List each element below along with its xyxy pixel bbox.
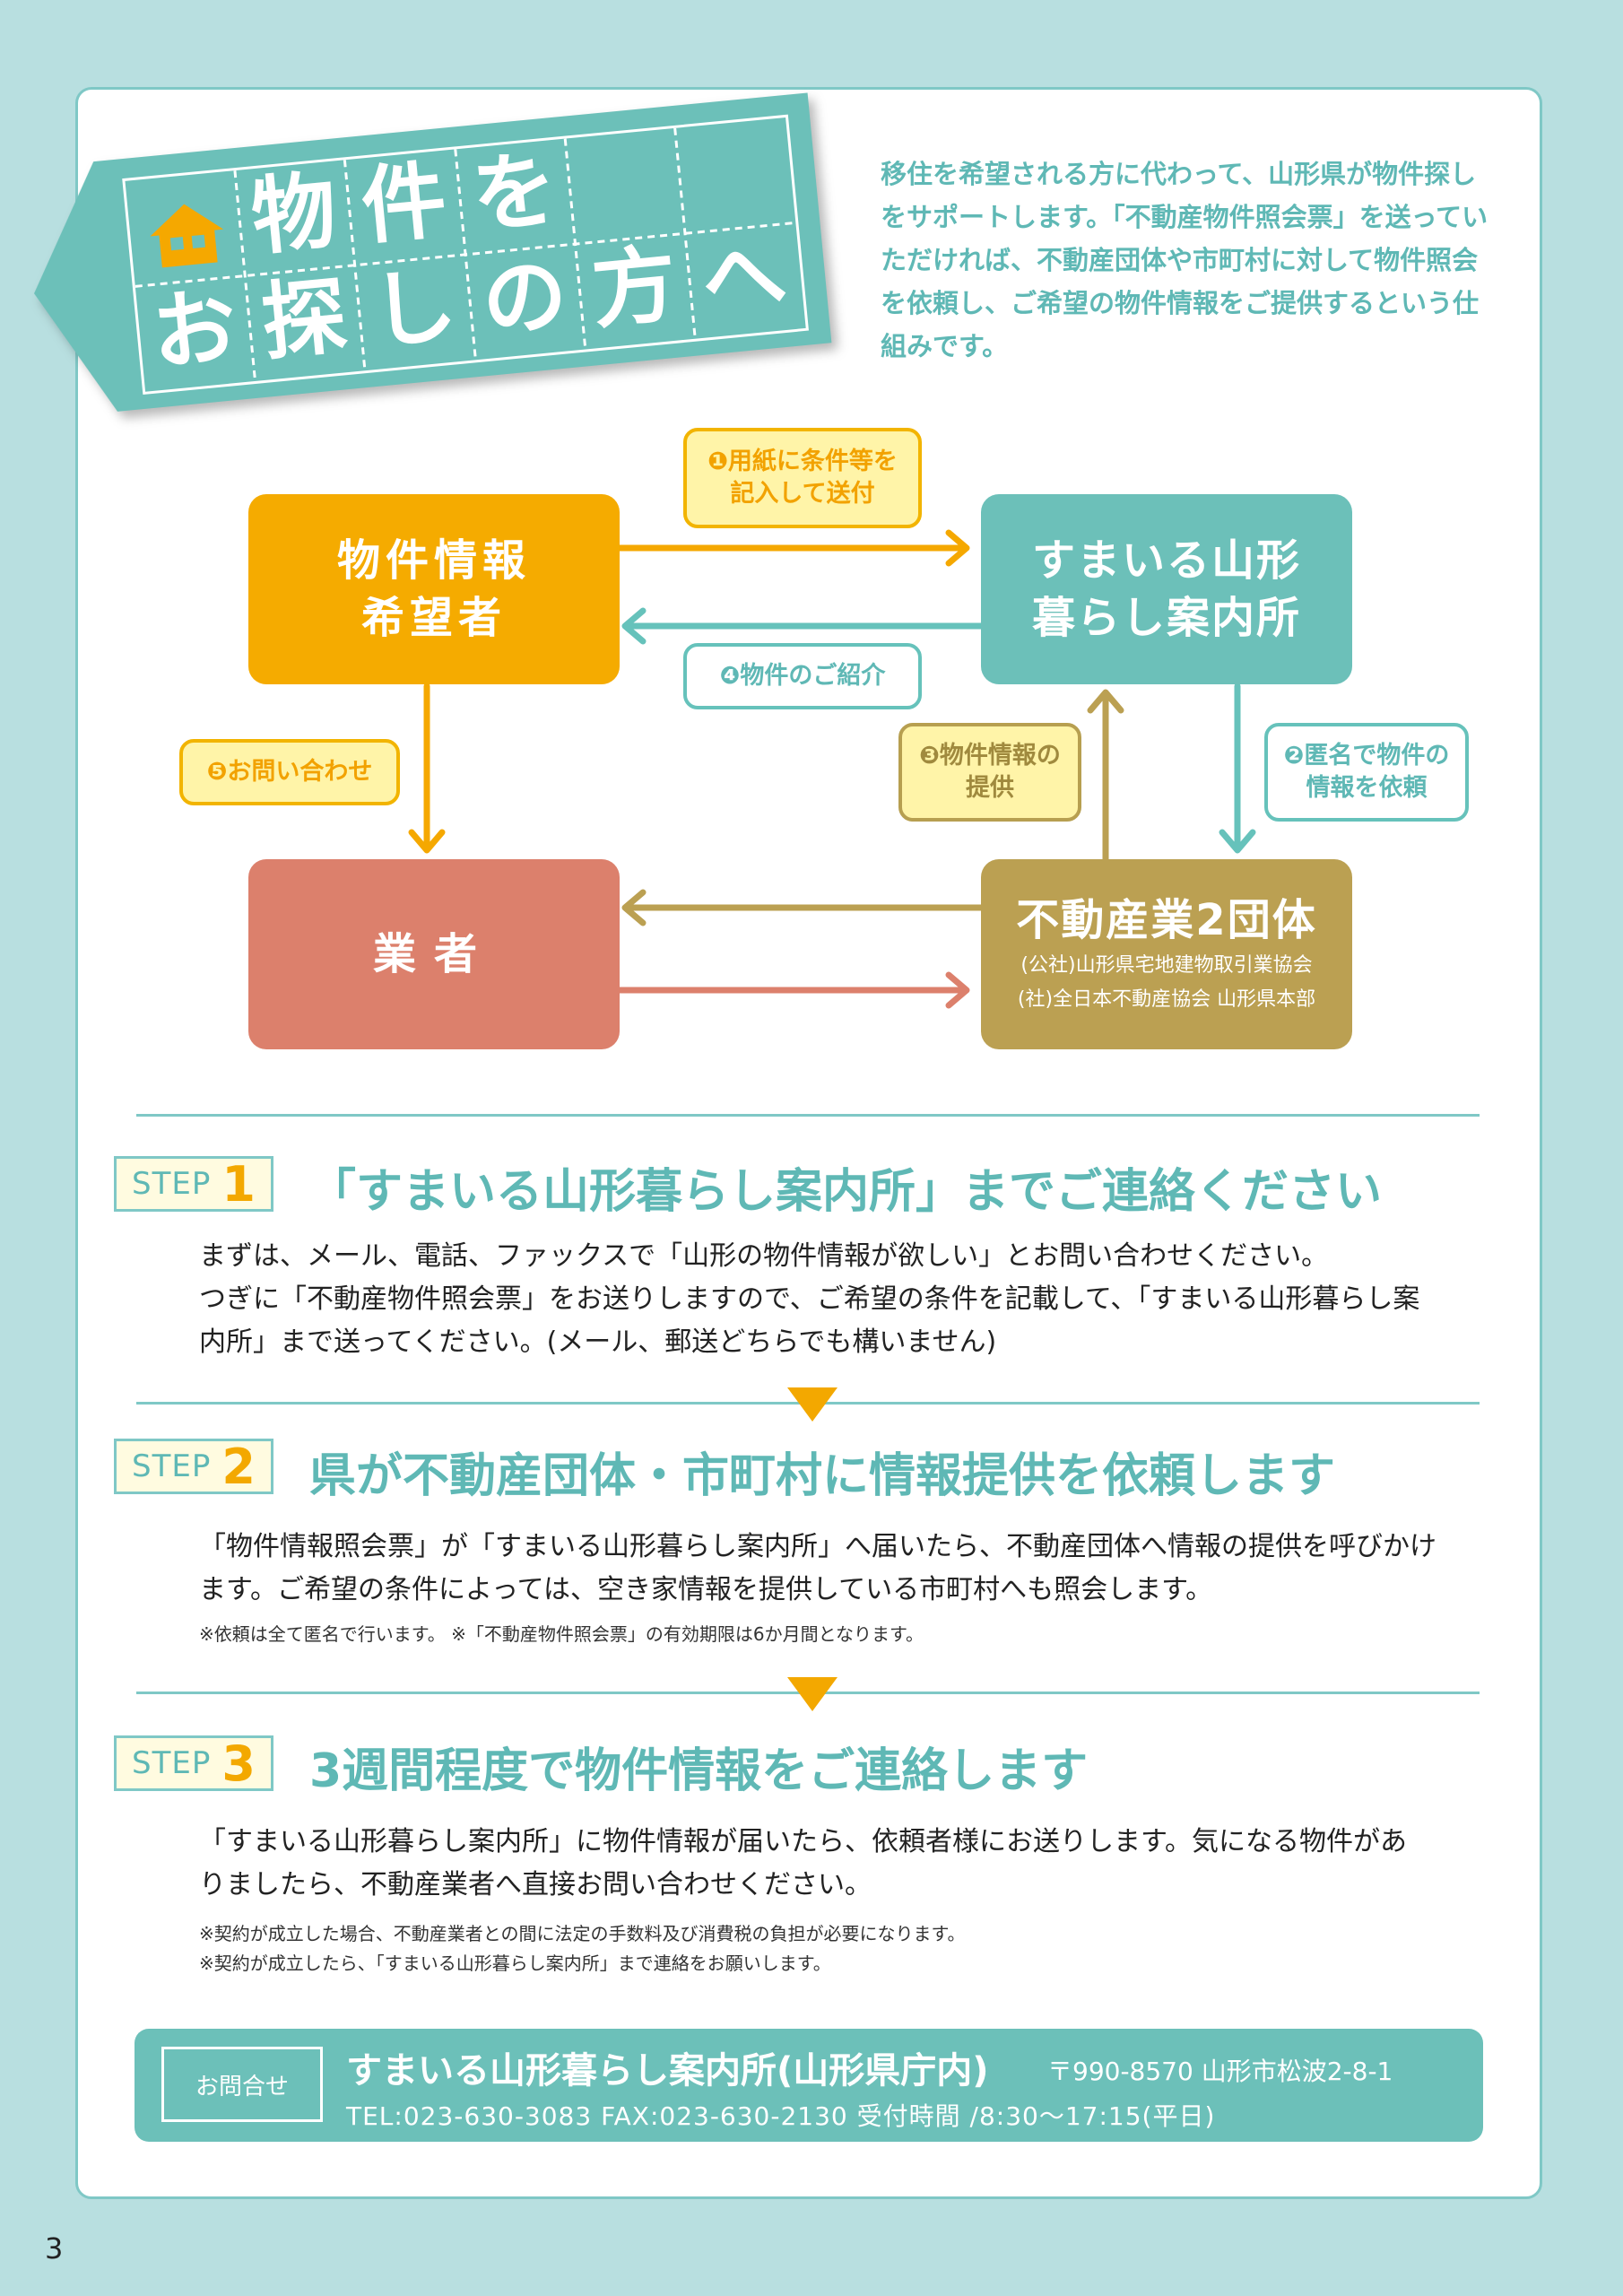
step-number: 1 <box>221 1155 256 1213</box>
grid-lines <box>135 127 796 382</box>
step-1-body: まずは、メール、電話、ファックスで「山形の物件情報が欲しい」とお問い合わせくださ… <box>199 1235 1454 1364</box>
down-arrow-icon <box>787 1677 838 1711</box>
groups-label: 不動産業2団体 <box>1016 895 1317 945</box>
callout-step-4: ❹物件のご紹介 <box>683 643 922 709</box>
step-number: 2 <box>221 1438 256 1495</box>
contact-phone: TEL:023-630-3083 FAX:023-630-2130 受付時間 /… <box>346 2101 1216 2131</box>
divider <box>136 1114 1480 1117</box>
step-2-line: 「物件情報照会票」が「すまいる山形暮らし案内所」へ届いたら、不動産団体へ情報の提… <box>199 1531 1436 1562</box>
flow-arrows <box>408 529 1256 1009</box>
callout-step-2: ❷匿名で物件の 情報を依頼 <box>1264 723 1469 822</box>
step-3-line: 「すまいる山形暮らし案内所」に物件情報が届いたら、依頼者様にお送りします。気にな… <box>199 1826 1407 1857</box>
step-2-badge: STEP 2 <box>114 1438 273 1495</box>
page-number: 3 <box>45 2231 64 2266</box>
step-3-title: 3週間程度で物件情報をご連絡します <box>309 1744 1089 1798</box>
down-arrow-icon <box>787 1387 838 1422</box>
dealer-label: 業者 <box>372 929 495 979</box>
step-label: STEP <box>132 1166 212 1202</box>
step-2-body: 「物件情報照会票」が「すまいる山形暮らし案内所」へ届いたら、不動産団体へ情報の提… <box>199 1526 1454 1612</box>
title-grid: 物 件 を お 探 し の 方 へ <box>122 114 809 396</box>
seeker-label: 物件情報 希望者 <box>336 535 531 643</box>
groups-box: 不動産業2団体 (公社)山形県宅地建物取引業協会 (社)全日本不動産協会 山形県… <box>981 859 1352 1049</box>
callout-step-1: ❶用紙に条件等を 記入して送付 <box>683 428 922 528</box>
step-label: STEP <box>132 1448 212 1484</box>
office-box: すまいる山形 暮らし案内所 <box>981 494 1352 684</box>
step-2-title: 県が不動産団体・市町村に情報提供を依頼します <box>309 1449 1336 1503</box>
contact-label: お問合せ <box>161 2047 323 2122</box>
step-3-note: ※契約が成立した場合、不動産業者との間に法定の手数料及び消費税の負担が必要になり… <box>199 1923 966 1944</box>
step-1-title: 「すまいる山形暮らし案内所」までご連絡ください <box>309 1165 1383 1219</box>
intro-text: 移住を希望される方に代わって、山形県が物件探しをサポートします。「不動産物件照会… <box>881 159 1488 361</box>
step-3-line: りましたら、不動産業者へ直接お問い合わせください。 <box>199 1869 872 1900</box>
callout-step-3: ❸物件情報の 提供 <box>898 723 1081 822</box>
step-number: 3 <box>221 1735 256 1792</box>
step-1-line: 内所」まで送ってください。(メール、郵送どちらでも構いません) <box>199 1326 997 1358</box>
step-1-line: まずは、メール、電話、ファックスで「山形の物件情報が欲しい」とお問い合わせくださ… <box>199 1240 1329 1272</box>
title-banner: 物 件 を お 探 し の 方 へ <box>22 92 832 418</box>
seeker-box: 物件情報 希望者 <box>248 494 620 684</box>
callout-step-5: ❺お問い合わせ <box>179 739 400 805</box>
banner-shape <box>34 92 832 412</box>
office-label: すまいる山形 暮らし案内所 <box>1031 535 1301 643</box>
step-1-line: つぎに「不動産物件照会票」をお送りしますので、ご希望の条件を記載して、「すまいる… <box>199 1283 1420 1315</box>
step-3-body: 「すまいる山形暮らし案内所」に物件情報が届いたら、依頼者様にお送りします。気にな… <box>199 1821 1454 1907</box>
step-3-note: ※契約が成立したら、「すまいる山形暮らし案内所」まで連絡をお願いします。 <box>199 1952 831 1974</box>
step-2-note: ※依頼は全て匿名で行います。 ※「不動産物件照会票」の有効期限は6か月間となりま… <box>199 1623 924 1645</box>
groups-member-1: (公社)山形県宅地建物取引業協会 <box>1020 954 1313 977</box>
contact-name: すまいる山形暮らし案内所(山形県庁内) <box>346 2050 989 2092</box>
dealer-box: 業者 <box>248 859 620 1049</box>
groups-member-2: (社)全日本不動産協会 山形県本部 <box>1017 988 1316 1011</box>
house-icon <box>145 199 229 274</box>
contact-box: お問合せ すまいる山形暮らし案内所(山形県庁内) 〒990-8570 山形市松波… <box>135 2029 1483 2142</box>
step-label: STEP <box>132 1745 212 1781</box>
step-2-line: ます。ご希望の条件によっては、空き家情報を提供している市町村へも照会します。 <box>199 1574 1213 1605</box>
step-3-badge: STEP 3 <box>114 1735 273 1792</box>
step-1-badge: STEP 1 <box>114 1155 273 1213</box>
contact-address: 〒990-8570 山形市松波2-8-1 <box>1047 2057 1393 2086</box>
